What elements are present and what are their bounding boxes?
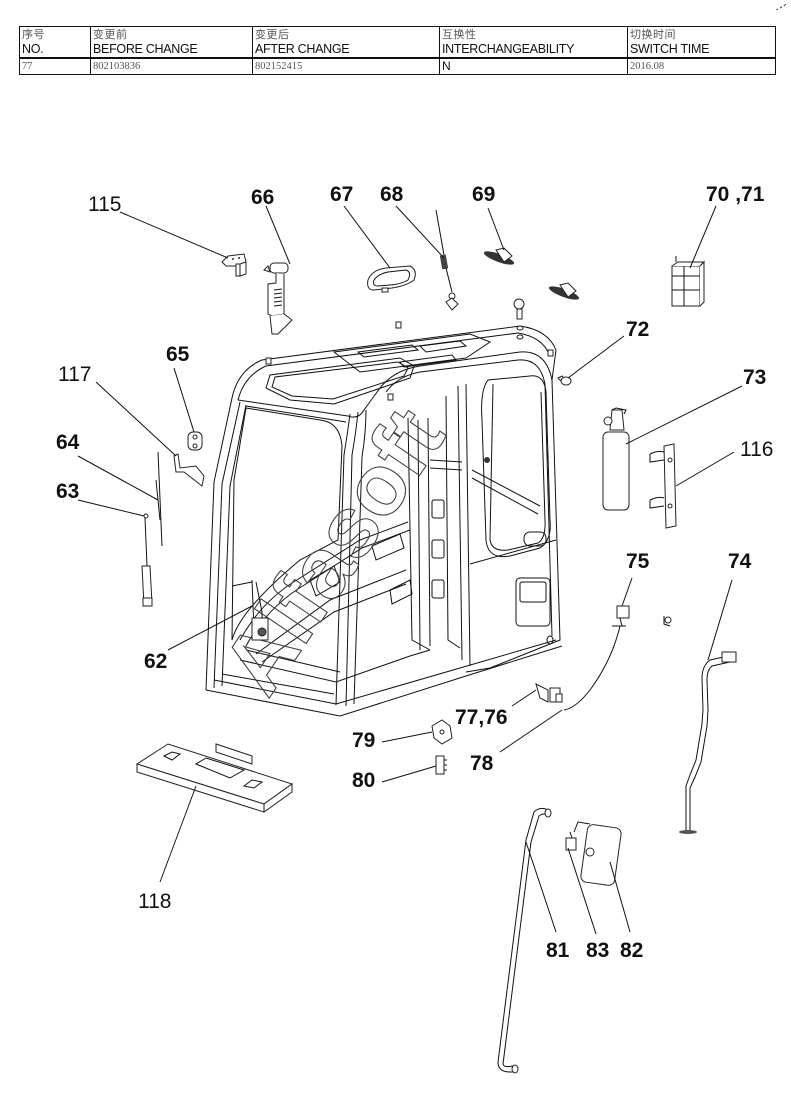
callout-81: 81 [546, 939, 570, 962]
callout-65: 65 [166, 343, 190, 366]
part-66-hammer [263, 262, 293, 335]
part-115-bracket [221, 253, 247, 277]
part-63-wiper-arm [141, 513, 153, 607]
part-116-bracket [649, 443, 677, 529]
part-83-mirror-clamp [565, 831, 577, 851]
part-77-76-lock [535, 683, 563, 703]
callout-83: 83 [586, 939, 609, 962]
part-74-handrail [679, 651, 737, 834]
callout-74: 74 [728, 550, 752, 573]
callout-62: 62 [144, 650, 167, 673]
part-67-dome-lamp [367, 265, 416, 293]
callouts: 115 66 67 68 69 70 ,71 72 73 116 65 117 … [56, 183, 773, 962]
part-81-rail [497, 807, 552, 1074]
callout-79: 79 [352, 729, 375, 752]
part-79-plate [431, 719, 453, 745]
cab-frame [205, 321, 563, 717]
callout-63: 63 [56, 480, 79, 503]
part-65-plate [187, 431, 203, 451]
callout-69: 69 [472, 183, 495, 206]
watermark: Alfasoft [204, 392, 463, 711]
callout-73: 73 [743, 366, 766, 389]
cell-before: 802103836 [90, 57, 253, 75]
callout-70-71: 70 ,71 [706, 183, 765, 206]
callout-72: 72 [626, 318, 649, 341]
table-row: 77 802103836 802152415 N 2016.08 [19, 57, 776, 75]
callout-82: 82 [620, 939, 643, 962]
part-80-clip [435, 755, 447, 775]
part-lifting-eye [513, 298, 525, 340]
part-118-tray [135, 743, 294, 813]
part-82-mirror [573, 821, 622, 886]
corner-mark [776, 4, 786, 10]
callout-68: 68 [380, 183, 404, 206]
leader-lines [77, 205, 743, 935]
part-69-work-light [483, 247, 580, 300]
part-75-latch [612, 605, 672, 627]
part-62-wiper-motor [231, 579, 269, 641]
callout-64: 64 [56, 431, 80, 454]
cell-after: 802152415 [252, 57, 440, 75]
callout-75: 75 [626, 550, 650, 573]
callout-66: 66 [251, 186, 274, 209]
part-73-fire-extinguisher [602, 407, 630, 511]
part-72-knob [557, 375, 572, 386]
callout-117: 117 [58, 363, 91, 386]
callout-80: 80 [352, 769, 375, 792]
callout-78: 78 [470, 752, 494, 775]
callout-118: 118 [138, 890, 171, 913]
callout-115: 115 [88, 193, 121, 216]
callout-77-76: 77,76 [455, 706, 508, 729]
part-78-cable [563, 625, 621, 711]
part-70-71-unit [671, 256, 706, 307]
cell-switch-time: 2016.08 [627, 57, 776, 75]
callout-116: 116 [740, 438, 773, 461]
part-117-bracket [173, 453, 205, 487]
part-68-antenna [435, 209, 459, 311]
callout-67: 67 [330, 183, 353, 206]
